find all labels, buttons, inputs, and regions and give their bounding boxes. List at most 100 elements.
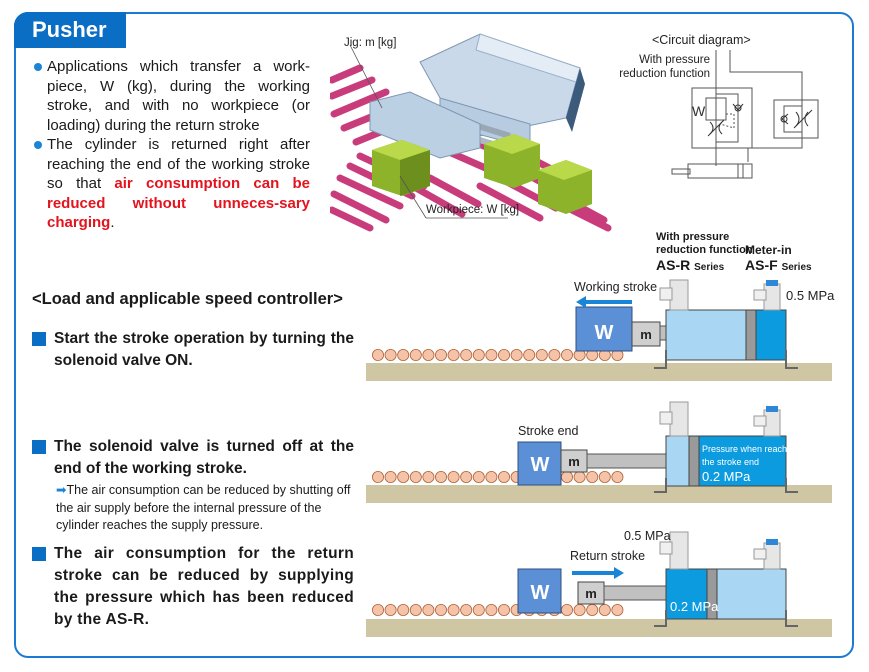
floor — [366, 363, 832, 381]
note-text: The air consumption can be reduced by sh… — [56, 483, 351, 532]
roller — [611, 471, 624, 484]
roller — [472, 604, 485, 617]
roller — [422, 471, 435, 484]
asr-desc-2: reduction function — [656, 244, 753, 256]
roller — [573, 604, 586, 617]
step-text: The solenoid valve is turned off at the … — [54, 438, 354, 477]
roller — [586, 604, 599, 617]
roller — [460, 471, 473, 484]
check-valve-symbol — [732, 103, 789, 125]
arrow-left-icon — [576, 296, 632, 308]
workpiece-label: W — [531, 454, 550, 476]
roller — [573, 471, 586, 484]
piston — [706, 568, 718, 620]
asr-name: AS-R — [656, 257, 691, 273]
roller — [371, 604, 384, 617]
workpiece-label: Workpiece: W [kg] — [426, 204, 519, 216]
piston — [688, 435, 700, 487]
bullet-item: Applications which transfer a work-piece… — [32, 57, 310, 135]
diagram-return-stroke: W m 0.5 MPa Return stroke 0.2 MPa — [366, 529, 832, 637]
supply-pressure-label: 0.5 MPa — [624, 529, 671, 543]
asr-speed-controller-icon — [659, 531, 689, 570]
diagram-stroke-end: W m Stroke end Pressure when reaching th… — [366, 401, 832, 503]
roller — [371, 349, 384, 362]
roller — [560, 349, 573, 362]
arrow-right-icon: ➡ — [56, 483, 67, 497]
step-text: Start the stroke operation by turning th… — [54, 330, 354, 369]
step-number: 1 — [25, 332, 46, 346]
step-number: 2 — [25, 440, 46, 454]
roller — [497, 604, 510, 617]
roller — [409, 349, 422, 362]
roller — [447, 349, 460, 362]
roller — [472, 349, 485, 362]
asr-speed-controller-icon — [659, 279, 689, 311]
roller — [523, 349, 536, 362]
asf-speed-controller-icon — [753, 280, 781, 311]
jig-box — [631, 321, 661, 347]
asr-speed-controller-icon — [659, 401, 689, 437]
roller — [560, 604, 573, 617]
product-asf-label: Meter-in AS-F Series — [745, 244, 812, 276]
cylinder-chamber-rod — [665, 568, 708, 620]
roller — [435, 471, 448, 484]
arrow-right-icon — [572, 567, 624, 579]
roller — [422, 604, 435, 617]
asf-speed-controller-icon — [753, 406, 781, 437]
asr-desc-1: With pressure — [656, 231, 730, 243]
roller — [435, 604, 448, 617]
workpiece-box — [517, 441, 562, 486]
working-stroke-label: Working stroke — [574, 280, 657, 294]
roller — [409, 471, 422, 484]
roller — [535, 349, 548, 362]
supply-pressure-label: 0.5 MPa — [786, 288, 835, 303]
circuit-label-2: reduction function — [619, 68, 710, 80]
roller — [397, 604, 410, 617]
stroke-end-pressure: 0.2 MPa — [702, 469, 751, 484]
workpiece-label: W — [595, 322, 614, 344]
step-2-note: ➡The air consumption can be reduced by s… — [56, 482, 354, 535]
asf-desc: Meter-in — [745, 243, 792, 257]
asf-name: AS-F — [745, 257, 778, 273]
roller — [409, 604, 422, 617]
roller — [384, 349, 397, 362]
jig-label: m — [640, 327, 652, 342]
pressure-caption-1: Pressure when reaching — [702, 444, 799, 454]
circuit-diagram: <Circuit diagram> With pressure reductio… — [619, 33, 819, 179]
asf-speed-controller-icon — [753, 539, 781, 570]
roller — [485, 604, 498, 617]
roller — [460, 604, 473, 617]
roller — [611, 604, 624, 617]
step-2: 2 The solenoid valve is turned off at the… — [25, 436, 354, 480]
roller — [422, 349, 435, 362]
bullet-text: Applications which transfer a work-piece… — [47, 58, 310, 134]
roller — [586, 471, 599, 484]
bullet-text: The cylinder is returned right after rea… — [47, 136, 310, 192]
workpiece-box — [575, 306, 633, 352]
throttle-symbol — [707, 109, 813, 137]
roller — [384, 604, 397, 617]
bullet-text-end: . — [110, 214, 115, 231]
highlight-text: air consumption can be reduced without u… — [47, 175, 310, 231]
jig-label: m — [585, 586, 597, 601]
bullet-item: The cylinder is returned right after rea… — [32, 135, 310, 233]
chamber-pressure-label: 0.2 MPa — [670, 599, 719, 614]
workpiece-label: W — [531, 582, 550, 604]
roller-row — [371, 349, 624, 362]
floor — [366, 619, 832, 637]
cylinder-chamber-head — [755, 309, 787, 361]
roller — [485, 349, 498, 362]
pressure-caption-2: the stroke end — [702, 457, 759, 467]
guide-cylinder — [369, 33, 585, 159]
roller — [497, 471, 510, 484]
roller — [598, 604, 611, 617]
circuit-label-1: With pressure — [639, 54, 710, 66]
return-stroke-label: Return stroke — [570, 549, 645, 563]
asf-series: Series — [781, 262, 812, 273]
roller — [560, 471, 573, 484]
product-asr-label: With pressure reduction function AS-R Se… — [656, 231, 753, 276]
roller — [447, 471, 460, 484]
jig-label: m — [568, 454, 580, 469]
step-1: 1 Start the stroke operation by turning t… — [25, 328, 354, 372]
